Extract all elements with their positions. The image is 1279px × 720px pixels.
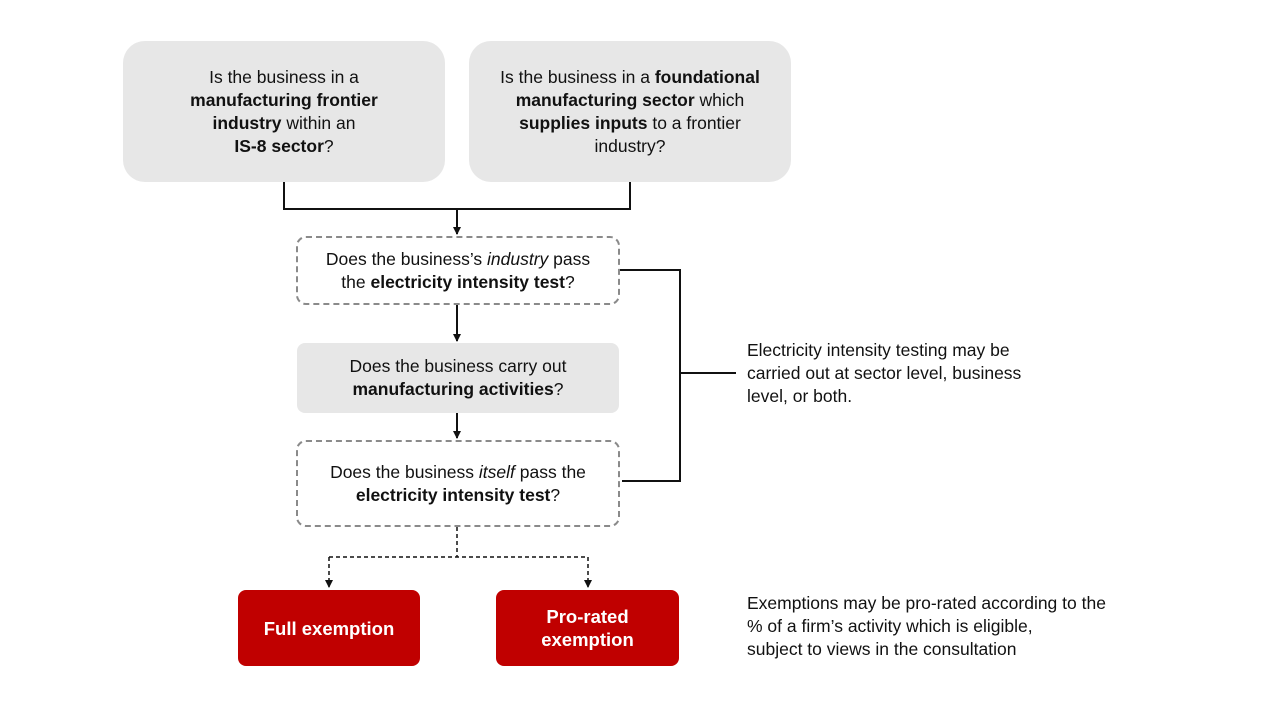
note-intensity-testing: Electricity intensity testing may be car… [747, 339, 1087, 408]
q2-line-3-text: to a frontier [647, 112, 741, 133]
q3-line-2-end: ? [565, 271, 575, 292]
q1-line-1: Is the business in a [209, 66, 359, 87]
merge-connector [283, 182, 631, 235]
q4-line-2-bold: manufacturing activities [352, 379, 554, 399]
q5-line-1-end: pass the [514, 461, 586, 482]
q3-line-2-text: the [341, 271, 371, 292]
q2-line-4: industry? [594, 135, 666, 156]
q2-line-1-text: Is the business in a [500, 66, 655, 87]
q1-line-4-bold: IS-8 sector [234, 135, 324, 156]
outcome-pro-line-1: Pro-rated [546, 606, 629, 627]
q2-line-2-text: which [694, 89, 745, 110]
note-pro-rated-exemptions: Exemptions may be pro-rated according to… [747, 592, 1167, 661]
outcome-full-exemption: Full exemption [238, 590, 420, 666]
note-exemptions-line-3: subject to views in the consultation [747, 639, 1017, 659]
q3-line-1-end: pass [548, 248, 591, 269]
note-testing-line-2: carried out at sector level, business [747, 363, 1022, 383]
q4-line-2-end: ? [553, 379, 564, 399]
q5-line-2-bold: electricity intensity test [355, 484, 551, 505]
outcome-pro-rated-exemption: Pro-rated exemption [496, 590, 679, 666]
note-testing-line-1: Electricity intensity testing may be [747, 340, 1010, 360]
q2-line-2-bold: manufacturing sector [515, 89, 695, 110]
q5-line-1-text: Does the business [330, 461, 479, 482]
question-foundational-sector: Is the business in a foundational manufa… [469, 41, 791, 182]
q2-line-1-bold: foundational [654, 66, 760, 87]
question-frontier-industry: Is the business in a manufacturing front… [123, 41, 445, 182]
q3-line-2-bold: electricity intensity test [370, 271, 565, 292]
q4-line-1: Does the business carry out [349, 356, 567, 376]
question-business-intensity-test: Does the business itself pass the electr… [296, 440, 620, 527]
note-testing-line-3: level, or both. [747, 386, 853, 406]
note-exemptions-line-2: % of a firm’s activity which is eligible… [747, 616, 1033, 636]
outcome-full-label: Full exemption [263, 617, 395, 639]
question-industry-intensity-test: Does the business’s industry pass the el… [296, 236, 620, 305]
q5-line-2-end: ? [550, 484, 561, 505]
q3-line-1-text: Does the business’s [325, 248, 488, 269]
q5-line-1-italic: itself [478, 461, 515, 482]
q3-line-1-italic: industry [487, 248, 549, 269]
q1-line-4-text: ? [323, 135, 334, 156]
question-manufacturing-activities: Does the business carry out manufacturin… [297, 343, 619, 413]
outcome-pro-line-2: exemption [541, 629, 634, 650]
dashed-split-connector [325, 527, 592, 588]
q1-line-3-bold: industry [212, 112, 282, 133]
note-exemptions-line-1: Exemptions may be pro-rated according to… [747, 593, 1106, 613]
q1-line-2-bold: manufacturing frontier [190, 89, 378, 110]
q2-line-3-bold: supplies inputs [519, 112, 648, 133]
q1-line-3-text: within an [281, 112, 356, 133]
testing-bracket [620, 269, 736, 482]
